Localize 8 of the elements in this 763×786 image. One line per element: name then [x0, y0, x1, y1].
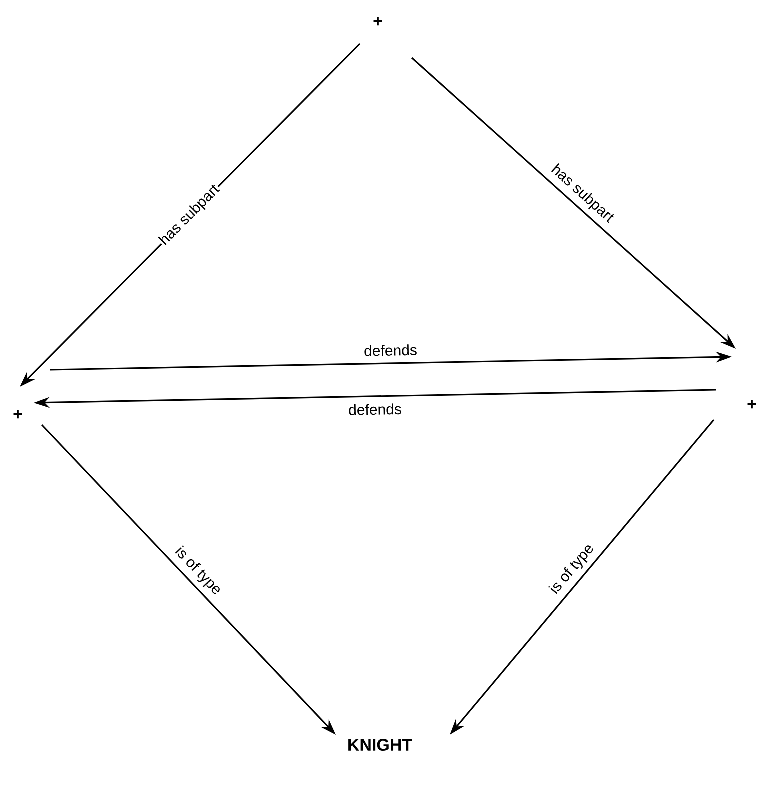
edge-label: is of type [175, 546, 220, 594]
node-label: + [748, 400, 756, 409]
node-label: + [14, 410, 22, 419]
edge-label: is of type [548, 546, 594, 594]
edge-label: defends [349, 404, 402, 416]
node-label: KNIGHT [348, 738, 412, 752]
edge-label: defends [364, 344, 417, 356]
node-label: + [374, 17, 382, 26]
